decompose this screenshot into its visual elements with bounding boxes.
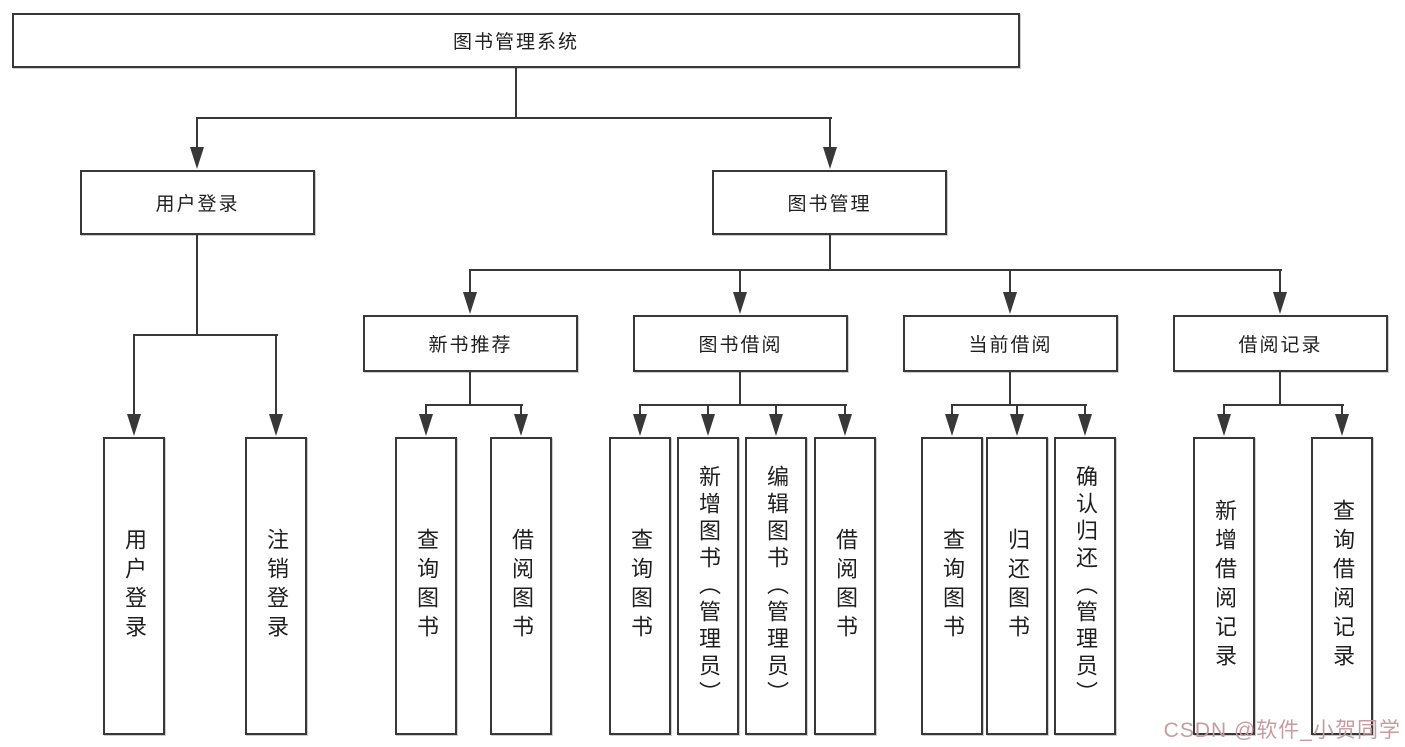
leaf-borrow-query-book: 查询图书 [609, 437, 671, 735]
arrowhead-down [838, 414, 852, 436]
connector-line [133, 334, 278, 336]
arrowhead-down [127, 414, 141, 436]
connector-line [1341, 404, 1343, 416]
connector-line [133, 334, 135, 416]
connector-line [707, 404, 709, 416]
leaf-login-label: 用户登录 [122, 528, 147, 644]
arrowhead-down [419, 414, 433, 436]
connector-line [275, 334, 277, 416]
connector-line [639, 404, 847, 406]
connector-line [829, 235, 831, 271]
leaf-record-query-record: 查询借阅记录 [1311, 437, 1373, 735]
node-book-borrow: 图书借阅 [633, 315, 848, 372]
connector-line [1009, 269, 1011, 293]
node-root: 图书管理系统 [12, 13, 1020, 68]
arrowhead-down [701, 414, 715, 436]
leaf-logout-label: 注销登录 [264, 528, 289, 644]
node-root-label: 图书管理系统 [452, 32, 579, 53]
connector-line [739, 269, 741, 293]
node-user-login-label: 用户登录 [155, 194, 240, 215]
watermark: CSDN @软件_小贺同学 [1163, 719, 1401, 742]
arrowhead-down [1003, 292, 1017, 314]
leaf-borrow-edit-book-admin: 编辑图书（管理员） [745, 437, 807, 735]
leaf-borrow-add-book-admin-label: 新增图书（管理员） [696, 464, 721, 708]
arrowhead-down [1217, 414, 1231, 436]
leaf-current-return-book: 归还图书 [986, 437, 1048, 735]
connector-line [951, 404, 953, 416]
connector-line [196, 117, 832, 119]
connector-line [425, 404, 427, 416]
connector-line [829, 117, 831, 149]
connector-line [469, 372, 471, 406]
connector-line [1016, 404, 1018, 416]
leaf-borrow-add-book-admin: 新增图书（管理员） [677, 437, 739, 735]
connector-line [1223, 404, 1225, 416]
leaf-login: 用户登录 [103, 437, 165, 735]
leaf-current-query-book: 查询图书 [921, 437, 983, 735]
leaf-current-query-book-label: 查询图书 [940, 528, 965, 644]
arrowhead-down [945, 414, 959, 436]
leaf-borrow-borrow-book: 借阅图书 [814, 437, 876, 735]
connector-line [844, 404, 846, 416]
connector-line [1084, 404, 1086, 416]
connector-line [196, 235, 198, 335]
arrowhead-down [269, 414, 283, 436]
node-user-login: 用户登录 [80, 170, 315, 235]
arrowhead-down [1273, 292, 1287, 314]
leaf-recommend-borrow-book-label: 借阅图书 [509, 528, 534, 644]
node-borrow-record-label: 借阅记录 [1238, 335, 1323, 356]
leaf-recommend-borrow-book: 借阅图书 [490, 437, 552, 735]
arrowhead-down [463, 292, 477, 314]
node-new-book-recommend: 新书推荐 [363, 315, 578, 372]
leaf-borrow-edit-book-admin-label: 编辑图书（管理员） [764, 464, 789, 708]
connector-line [739, 372, 741, 406]
connector-line [1223, 404, 1344, 406]
node-book-management-label: 图书管理 [787, 194, 872, 215]
node-current-borrow-label: 当前借阅 [968, 335, 1053, 356]
node-borrow-record: 借阅记录 [1173, 315, 1388, 372]
connector-line [469, 269, 1282, 271]
connector-line [1279, 269, 1281, 293]
leaf-record-add-record: 新增借阅记录 [1193, 437, 1255, 735]
connector-line [775, 404, 777, 416]
leaf-current-return-book-label: 归还图书 [1005, 528, 1030, 644]
leaf-logout: 注销登录 [245, 437, 307, 735]
leaf-recommend-query-book: 查询图书 [395, 437, 457, 735]
node-new-book-recommend-label: 新书推荐 [428, 335, 513, 356]
arrowhead-down [1010, 414, 1024, 436]
arrowhead-down [1078, 414, 1092, 436]
connector-line [520, 404, 522, 416]
node-book-borrow-label: 图书借阅 [698, 335, 783, 356]
connector-line [951, 404, 1087, 406]
arrowhead-down [190, 147, 204, 169]
connector-line [515, 68, 517, 118]
leaf-recommend-query-book-label: 查询图书 [414, 528, 439, 644]
connector-line [1279, 372, 1281, 406]
connector-line [1009, 372, 1011, 406]
arrowhead-down [514, 414, 528, 436]
connector-line [425, 404, 523, 406]
arrowhead-down [1335, 414, 1349, 436]
leaf-record-query-record-label: 查询借阅记录 [1330, 499, 1355, 673]
leaf-current-confirm-return-admin: 确认归还（管理员） [1054, 437, 1116, 735]
node-current-borrow: 当前借阅 [903, 315, 1118, 372]
node-book-management: 图书管理 [712, 170, 947, 235]
connector-line [196, 117, 198, 149]
arrowhead-down [733, 292, 747, 314]
connector-line [639, 404, 641, 416]
leaf-borrow-query-book-label: 查询图书 [628, 528, 653, 644]
arrowhead-down [769, 414, 783, 436]
leaf-borrow-borrow-book-label: 借阅图书 [833, 528, 858, 644]
leaf-current-confirm-return-admin-label: 确认归还（管理员） [1073, 464, 1098, 708]
arrowhead-down [823, 147, 837, 169]
arrowhead-down [633, 414, 647, 436]
connector-line [469, 269, 471, 293]
leaf-record-add-record-label: 新增借阅记录 [1212, 499, 1237, 673]
